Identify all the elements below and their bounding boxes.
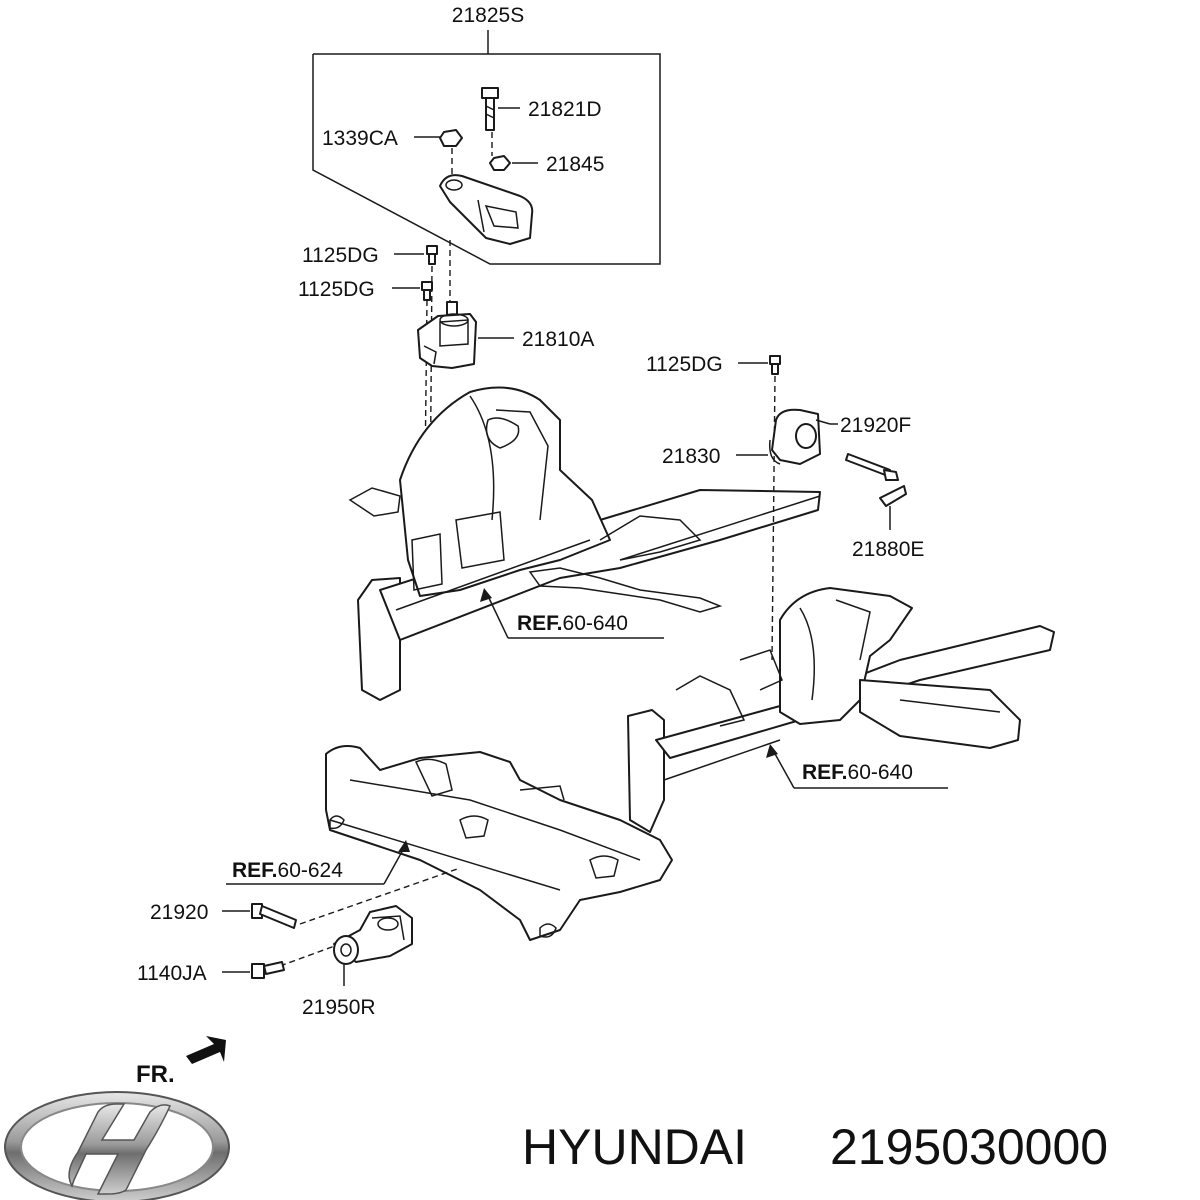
footer-part-number: 2195030000 bbox=[830, 1119, 1108, 1175]
ref-60-640-a: REF.60-640 bbox=[517, 612, 628, 635]
callout-21821D: 21821D bbox=[528, 98, 602, 121]
footer-brand: HYUNDAI bbox=[522, 1119, 747, 1175]
bolt-1140JA bbox=[251, 961, 285, 979]
callout-21880E: 21880E bbox=[852, 538, 924, 561]
callout-21810A: 21810A bbox=[522, 328, 594, 351]
bolt-1125DG-c bbox=[769, 355, 781, 375]
ref-60-624: REF.60-624 bbox=[232, 859, 343, 882]
front-direction-arrow-icon bbox=[186, 1036, 226, 1064]
callout-1339CA: 1339CA bbox=[322, 127, 398, 150]
callout-1125DG-b: 1125DG bbox=[298, 278, 375, 301]
nut-21845 bbox=[489, 155, 511, 171]
callout-21825S: 21825S bbox=[452, 4, 524, 27]
engine-mount-21810A bbox=[417, 301, 477, 369]
nut-1339CA bbox=[439, 129, 463, 147]
hyundai-logo-icon bbox=[4, 1091, 230, 1200]
orientation-label: FR. bbox=[136, 1061, 175, 1088]
bolt-21821D bbox=[481, 87, 499, 131]
front-side-member-left bbox=[348, 386, 821, 701]
callout-21845: 21845 bbox=[546, 153, 604, 176]
callout-21950R: 21950R bbox=[302, 996, 376, 1019]
callout-1140JA: 1140JA bbox=[137, 962, 207, 985]
front-side-member-right bbox=[627, 587, 1055, 833]
assembly-frame bbox=[312, 53, 661, 265]
bracket-21880E bbox=[879, 485, 907, 530]
ref-60-640-b: REF.60-640 bbox=[802, 761, 913, 784]
bolt-1125DG-b bbox=[392, 281, 433, 301]
transmission-mount-21920F bbox=[768, 408, 831, 465]
callout-1125DG-a: 1125DG bbox=[302, 244, 379, 267]
callout-21920F: 21920F bbox=[840, 414, 911, 437]
bolt-1125DG-a bbox=[394, 245, 438, 265]
bolt-21920 bbox=[251, 903, 297, 929]
mount-bracket bbox=[439, 174, 534, 245]
bolt-21920F-long bbox=[845, 453, 899, 481]
sub-frame-crossmember bbox=[325, 745, 673, 941]
roll-stopper-21950R bbox=[333, 905, 413, 986]
callout-21920: 21920 bbox=[150, 901, 208, 924]
callout-21830: 21830 bbox=[662, 445, 720, 468]
callout-1125DG-c: 1125DG bbox=[646, 353, 723, 376]
bracket-assembly-21825S: 21825S 21821D 1339CA 21845 bbox=[312, 4, 661, 265]
